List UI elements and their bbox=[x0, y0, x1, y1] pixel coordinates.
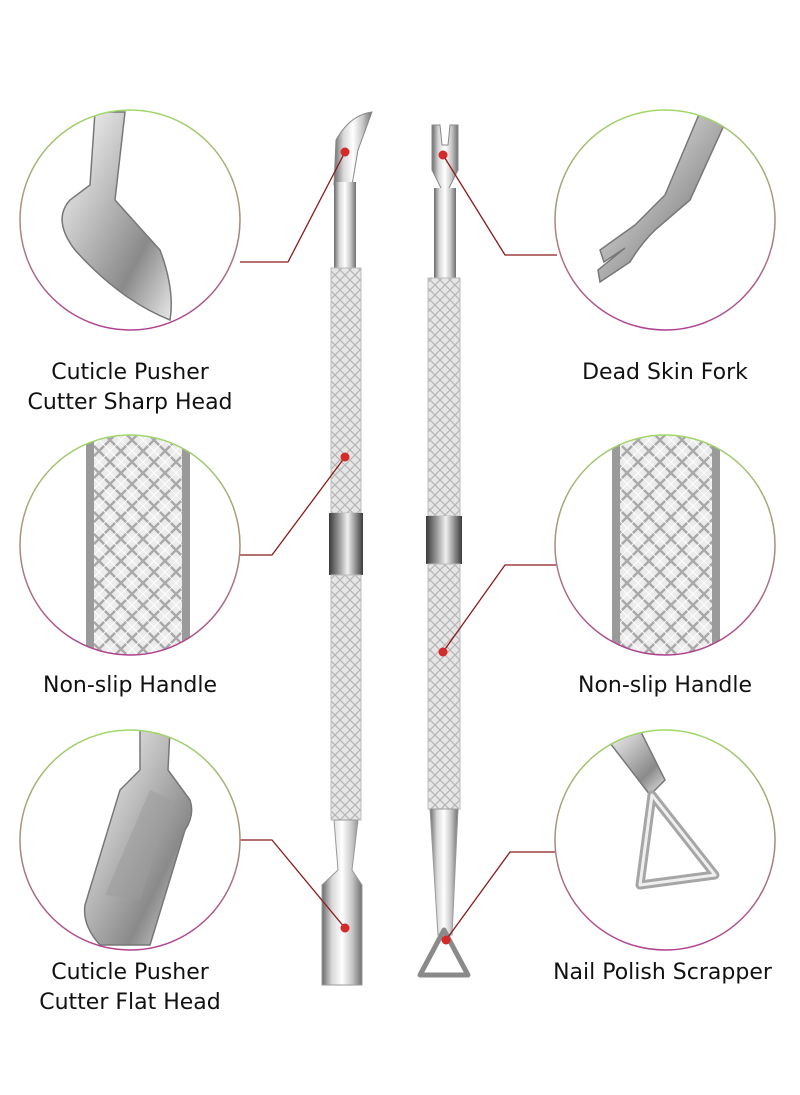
label-handle-left-line-1: Non-slip Handle bbox=[42, 673, 218, 698]
right-tool-neck-top bbox=[434, 188, 456, 280]
left-tool-band bbox=[329, 513, 363, 575]
left-tool bbox=[321, 111, 373, 986]
right-tool-neck-bottom bbox=[429, 808, 459, 936]
label-dead-skin-fork: Dead Skin Fork bbox=[555, 358, 775, 388]
leader-lines bbox=[240, 151, 557, 941]
label-handle-right: Non-slip Handle bbox=[545, 671, 785, 701]
label-flat-head: Cuticle Pusher Cutter Flat Head bbox=[20, 958, 240, 1018]
left-tool-grip-bottom bbox=[330, 574, 362, 821]
left-tool-neck-bottom bbox=[321, 819, 363, 986]
label-handle-right-line-1: Non-slip Handle bbox=[577, 673, 753, 698]
left-tool-grip-top bbox=[330, 267, 362, 514]
label-flat-head-line-2: Cutter Flat Head bbox=[39, 990, 221, 1015]
right-tool-grip-top bbox=[427, 277, 461, 517]
right-tool-scrapper-head bbox=[417, 927, 471, 978]
right-tool bbox=[417, 124, 471, 978]
label-handle-left: Non-slip Handle bbox=[10, 671, 250, 701]
label-scrapper-line-1: Nail Polish Scrapper bbox=[553, 960, 772, 985]
zoom-circle-scrapper bbox=[554, 729, 776, 951]
zoom-circle-handle-left bbox=[19, 434, 241, 656]
left-tool-sharp-head bbox=[333, 111, 373, 186]
left-tool-neck-top bbox=[334, 182, 356, 272]
marker-dots bbox=[340, 147, 451, 945]
right-tool-grip-bottom bbox=[427, 563, 461, 810]
zoom-circle-sharp-head bbox=[19, 109, 241, 331]
right-tool-band bbox=[426, 516, 462, 564]
label-dead-skin-fork-line-1: Dead Skin Fork bbox=[582, 360, 748, 385]
zoom-circle-fork bbox=[554, 109, 776, 331]
label-sharp-head-line-1: Cuticle Pusher bbox=[51, 360, 209, 385]
label-scrapper: Nail Polish Scrapper bbox=[530, 958, 795, 988]
zoom-circle-flat-head bbox=[19, 729, 241, 951]
label-sharp-head-line-2: Cutter Sharp Head bbox=[27, 390, 233, 415]
zoom-circle-handle-right bbox=[554, 434, 776, 656]
label-sharp-head: Cuticle Pusher Cutter Sharp Head bbox=[20, 358, 240, 418]
label-flat-head-line-1: Cuticle Pusher bbox=[51, 960, 209, 985]
